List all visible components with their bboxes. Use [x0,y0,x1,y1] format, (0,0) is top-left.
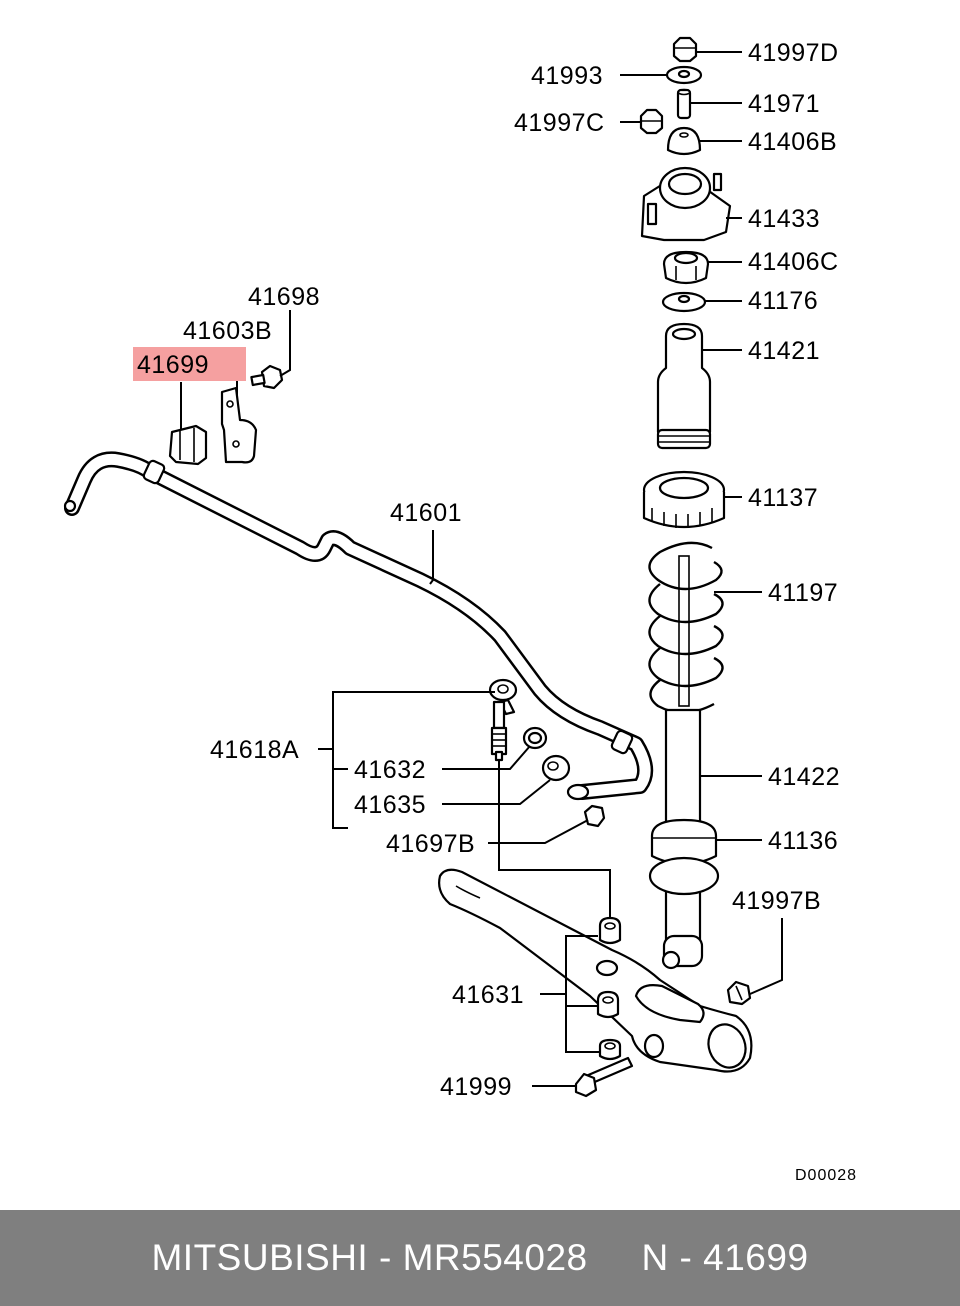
parts-diagram: 41997D 41993 41971 41997C 41406B 41433 4… [63,36,857,1184]
part-41618A-stabilizer-link [488,678,518,762]
label-41618A: 41618A [210,736,299,764]
label-41422: 41422 [768,763,840,791]
label-41993: 41993 [531,62,603,90]
part-41421-bump-stop [656,322,712,450]
label-41997B: 41997B [732,887,821,915]
part-41406B-bushing [666,126,702,156]
part-41699-bushing [168,424,208,466]
part-41997C-nut [639,108,664,135]
part-41697B-nut [583,804,606,828]
footer-part-number: MR554028 [402,1237,588,1278]
label-41421: 41421 [748,337,820,365]
label-41601: 41601 [390,499,462,527]
label-41136: 41136 [768,827,838,855]
part-41971-collar [676,88,692,120]
label-41971: 41971 [748,90,820,118]
part-41999-bolt [574,1056,634,1098]
part-41176-plate [661,291,707,313]
highlight-41699 [133,347,246,381]
label-41997D: 41997D [748,39,839,67]
footer-ref: N - 41699 [641,1237,809,1278]
part-41997B-bolt [726,980,752,1006]
diagram-code: D00028 [795,1167,857,1184]
part-labels: 41997D 41993 41971 41997C 41406B 41433 4… [137,39,857,1184]
label-41697B: 41697B [386,830,475,858]
part-41137-spring-seat [642,470,726,529]
part-41997D-nut [672,36,698,63]
label-41176: 41176 [748,287,818,315]
part-lower-arm [438,868,753,1073]
part-41603B-bracket [220,386,258,464]
part-41632-ring [522,726,548,750]
label-41632: 41632 [354,756,426,784]
label-41137: 41137 [748,484,818,512]
footer-bar: MITSUBISHI - MR554028 N - 41699 [0,1210,960,1306]
part-41635-bushing [541,754,571,782]
label-41433: 41433 [748,205,820,233]
footer-separator: - [368,1237,403,1278]
part-41197-coil-spring [648,541,724,714]
label-41631: 41631 [452,981,524,1009]
label-41197: 41197 [768,579,838,607]
part-41601-stabilizer-bar [64,451,654,800]
label-41635: 41635 [354,791,426,819]
part-41433-strut-mount [640,166,732,242]
label-41406B: 41406B [748,128,837,156]
part-41631-bushings [596,916,622,1061]
label-41997C: 41997C [514,109,605,137]
label-41406C: 41406C [748,248,839,276]
footer-brand: MITSUBISHI [151,1237,369,1278]
label-41699: 41699 [137,351,209,379]
footer-gap [588,1237,642,1279]
part-41136-lower-seat [648,818,720,896]
label-41999: 41999 [440,1073,512,1101]
label-41603B: 41603B [183,317,272,345]
part-41993-washer [665,65,703,85]
part-41698-bolt [250,364,284,390]
part-41406C-bushing [662,250,710,285]
stabilizer-bar-ends [63,459,634,801]
label-41698: 41698 [248,283,320,311]
